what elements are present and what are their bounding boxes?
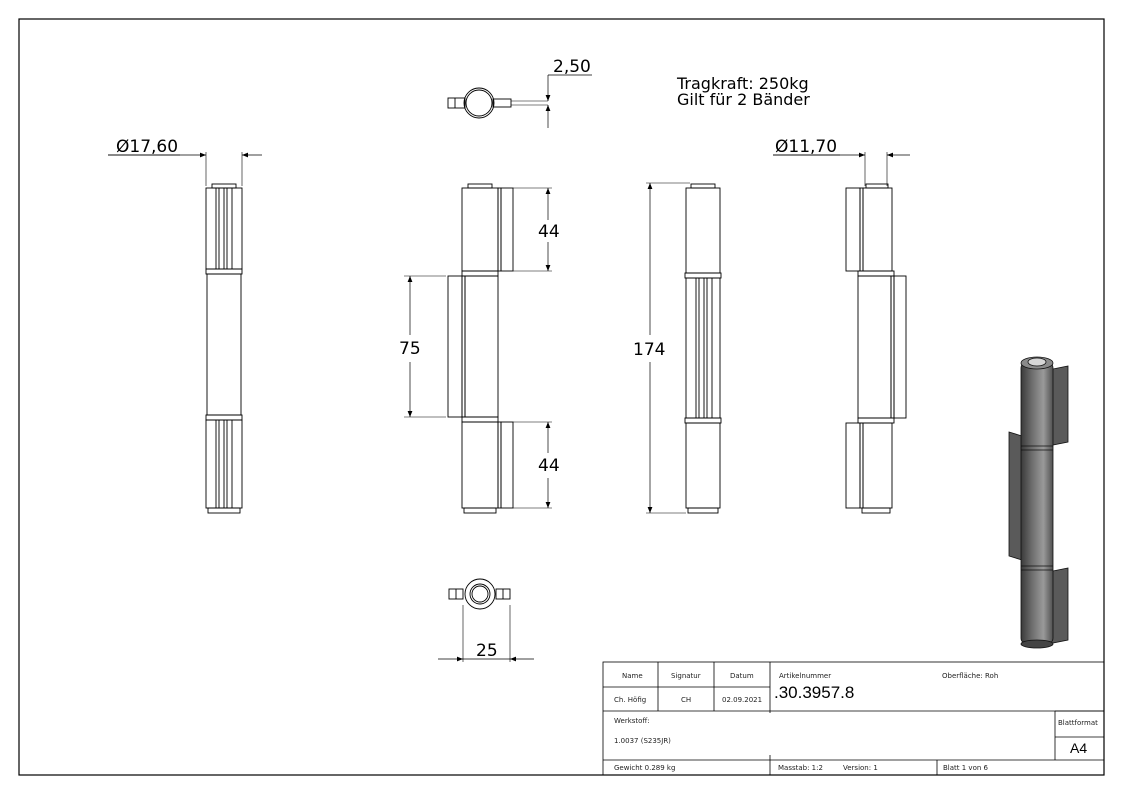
left-view: [108, 152, 262, 514]
dim-top-knuckle: 44: [538, 222, 560, 242]
version: Version: 1: [843, 764, 878, 772]
note-applies-to: Gilt für 2 Bänder: [677, 90, 810, 109]
blattformat-value: A4: [1070, 740, 1088, 756]
front-view: [404, 183, 552, 514]
bottom-view: [438, 578, 534, 662]
value-artikelnummer: .30.3957.8: [774, 683, 855, 702]
note-load-capacity: Tragkraft: 250kg: [676, 74, 809, 93]
value-datum: 02.09.2021: [722, 696, 763, 704]
top-view: [447, 74, 592, 128]
gewicht: Gewicht 0.289 kg: [614, 764, 676, 772]
dim-middle-knuckle: 75: [399, 339, 421, 359]
header-oberflaeche: Oberfläche: Roh: [942, 672, 999, 680]
werkstoff-value: 1.0037 (S235JR): [614, 737, 671, 745]
header-artikelnummer: Artikelnummer: [779, 672, 832, 680]
blattformat-label: Blattformat: [1058, 719, 1098, 727]
dim-bottom-knuckle: 44: [538, 456, 560, 476]
header-datum: Datum: [730, 672, 754, 680]
dim-left-diameter: Ø17,60: [116, 137, 178, 157]
blatt: Blatt 1 von 6: [943, 764, 988, 772]
right-view: [773, 152, 910, 514]
value-signatur: CH: [681, 696, 692, 704]
dim-total-length: 174: [633, 340, 665, 360]
drawing-frame: [18, 18, 1105, 776]
value-name: Ch. Höfig: [614, 696, 647, 704]
title-block-grid: [602, 661, 1105, 776]
massstab: Masstab: 1:2: [778, 764, 823, 772]
dim-leaf-thickness: 2,50: [553, 57, 591, 77]
side-view: [646, 182, 722, 514]
header-signatur: Signatur: [671, 672, 701, 680]
werkstoff-label: Werkstoff:: [614, 717, 650, 725]
dim-bottom-width: 25: [476, 641, 498, 661]
isometric-view: [1008, 356, 1069, 649]
dim-right-diameter: Ø11,70: [775, 137, 837, 157]
header-name: Name: [622, 672, 643, 680]
